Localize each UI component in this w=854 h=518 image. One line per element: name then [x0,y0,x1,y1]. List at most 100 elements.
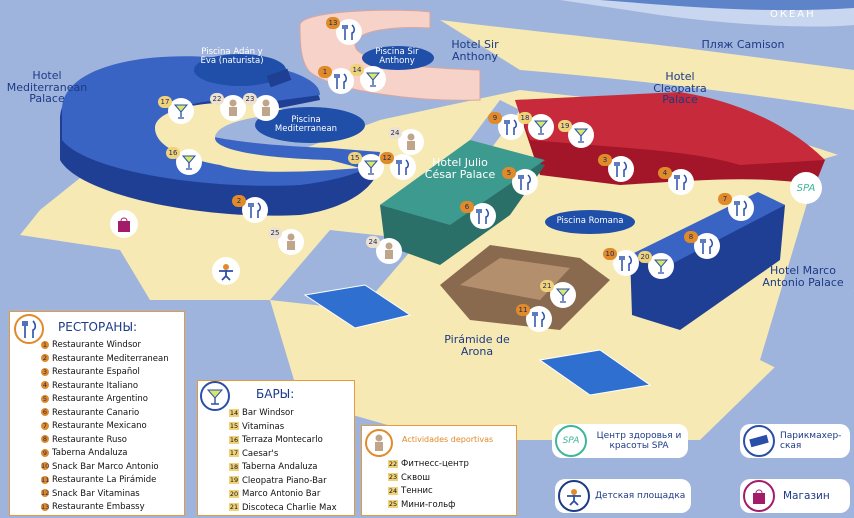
map-marker-restaurant[interactable]: 10 [603,248,647,278]
map-marker-restaurant[interactable]: 1 [318,66,362,96]
bar-icon [550,282,576,308]
legend-number: 23 [388,473,398,481]
mediterranean-roof [62,56,380,186]
map-marker-restaurant[interactable]: 7 [718,193,762,223]
map-marker-restaurant[interactable]: 4 [658,167,702,197]
restaurant-icon [328,68,354,94]
marker-number: 16 [166,147,180,159]
legend-item-label: Restaurante Italiano [52,380,139,391]
map-marker-restaurant[interactable]: 6 [460,201,504,231]
kids-text: Детская площадка [595,490,686,501]
legend-hairdresser: Парикмахер-ская [740,424,850,458]
legend-number: 13 [41,502,50,511]
map-marker-bar[interactable]: 21 [540,280,584,310]
legend-number: 22 [388,459,398,468]
hairdresser-marker [266,68,292,88]
pool-mediterranean [255,107,365,143]
map-marker-bar[interactable]: 17 [158,96,202,126]
map-marker-bar[interactable]: 20 [638,251,682,281]
map-marker-bar[interactable]: 18 [518,112,562,142]
legend-number: 9 [41,448,49,457]
map-marker-restaurant[interactable]: 2 [232,195,276,225]
legend-number: 20 [229,489,239,498]
hotel-cleopatra-label: Hotel Cleopatra Palace [653,70,707,107]
map-marker-sport[interactable]: 23 [243,93,287,123]
sports-title: Actividades deportivas [402,435,494,444]
legend-item-label: Taberna Andaluza [242,462,318,472]
map-marker-restaurant[interactable]: 11 [516,304,560,334]
legend-item-label: Discoteca Charlie Max [242,502,337,513]
map-marker-bar[interactable]: 16 [166,147,210,177]
legend-number: 7 [41,421,49,430]
map-marker-sport[interactable]: 24 [388,127,432,157]
legend-number: 3 [41,367,49,376]
map-marker-bar[interactable]: 14 [350,64,394,94]
legend-number: 11 [41,475,50,484]
spa-text: Центр здоровья и красоты SPA [596,430,682,451]
legend-item-label: Restaurante Argentino [52,394,148,404]
marker-number: 3 [598,154,612,166]
marker-number: 13 [326,17,340,29]
legend-item-label: Restaurante La Pirámide [52,475,157,485]
marco-antonio-building [630,195,785,330]
tennis-court-2 [538,349,652,396]
map-marker-restaurant[interactable]: 13 [326,17,370,47]
bar-icon [528,114,554,140]
map-shop-icon[interactable] [110,210,138,238]
restaurant-icon [668,169,694,195]
marker-number: 17 [158,96,172,108]
map-marker-restaurant[interactable]: 5 [502,167,546,197]
map-marker-sport[interactable]: 24 [366,236,410,266]
marker-number: 2 [232,195,246,207]
restaurant-icon [512,169,538,195]
legend-item-label: Bar Windsor [242,408,294,418]
restaurant-icon [608,156,634,182]
sport-icon [376,238,402,264]
legend-number: 4 [41,381,49,389]
marker-number: 23 [243,93,257,105]
map-marker-restaurant[interactable]: 3 [598,154,642,184]
legend-number: 25 [388,500,398,508]
pool-adan-eva [194,54,286,86]
legend-item-label: Мини-гольф [401,499,456,510]
map-marker-restaurant[interactable]: 12 [380,152,424,182]
legend-number: 15 [229,422,239,430]
pool-sir-anthony-label: Piscina Sir Anthony [375,47,419,66]
legend-number: 8 [41,435,49,443]
map-marker-restaurant[interactable]: 8 [684,231,728,261]
legend-number: 14 [229,408,239,417]
legend-shop: Магазин [740,479,850,513]
map-marker-bar[interactable]: 15 [348,152,392,182]
marker-number: 9 [488,112,502,124]
map-playground-icon[interactable] [212,257,240,285]
legend-item-label: Snack Bar Vitaminas [52,488,140,499]
marker-number: 12 [380,152,394,164]
marker-number: 10 [603,248,617,260]
legend-item-label: Restaurante Windsor [52,340,141,350]
map-marker-bar[interactable]: 19 [558,120,602,150]
pool-romana-label: Piscina Romana [556,216,624,226]
bar-icon [200,381,230,411]
restaurant-icon [14,314,44,344]
marker-number: 5 [502,167,516,179]
sport-icon [253,95,279,121]
map-marker-sport[interactable]: 22 [210,93,254,123]
map-marker-sport[interactable]: 25 [268,227,312,257]
sport-icon [365,429,393,457]
map-spa-icon[interactable]: SPA [790,172,822,204]
legend-number: 2 [41,354,49,362]
hotel-julio-cesar-label: Hotel Julio César Palace [424,156,496,181]
sport-icon [278,229,304,255]
